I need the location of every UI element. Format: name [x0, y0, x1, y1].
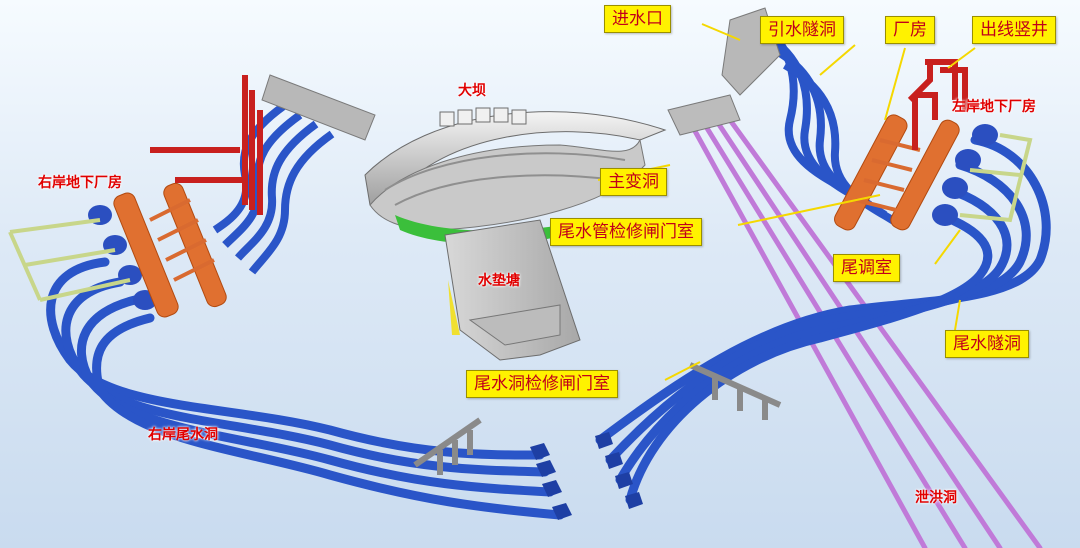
callout-draft-tube-gate-chamber: 尾水管检修闸门室	[550, 218, 702, 246]
tunnel-outlet	[530, 443, 550, 460]
right-outgoing-shafts	[150, 75, 263, 215]
left-surge-chambers	[932, 124, 998, 226]
tunnel-outlet	[542, 480, 562, 497]
callout-surge-chamber: 尾调室	[833, 254, 900, 282]
callout-headrace-tunnel: 引水隧洞	[760, 16, 844, 44]
callout-outgoing-shaft: 出线竖井	[972, 16, 1056, 44]
left-access-frame	[959, 133, 1033, 223]
headrace-tunnel-line	[248, 130, 335, 275]
surge-chamber	[932, 204, 958, 226]
left-tailrace-outlets	[595, 432, 643, 509]
surge-chamber	[955, 149, 981, 171]
tunnel-outlet	[625, 492, 643, 509]
tailrace-tunnel-line	[77, 295, 555, 497]
left-bus-galleries	[855, 138, 921, 212]
right-bus-galleries	[149, 198, 215, 282]
dam-terrace	[384, 152, 626, 191]
tailrace-tunnel-line	[46, 257, 545, 460]
headrace-tunnel-line	[234, 120, 319, 261]
right-intake-structure	[261, 74, 376, 141]
tunnel-outlet	[595, 432, 613, 449]
dam-spillway-gates	[439, 107, 527, 127]
spillway-tunnel-line	[727, 117, 1043, 548]
left-outgoing-shafts	[907, 59, 968, 150]
callout-intake: 进水口	[604, 5, 671, 33]
dam-terrace	[394, 174, 616, 206]
label-dam: 大坝	[458, 83, 486, 99]
tunnel-outlet	[552, 503, 572, 520]
right-access-frame	[8, 218, 131, 302]
tunnel-outlet	[536, 460, 556, 477]
right-tailrace-outlets	[530, 443, 572, 520]
right-tailrace-gate-structure	[413, 417, 482, 475]
label-spillway-tunnel: 泄洪洞	[915, 490, 957, 506]
callout-tailrace-gate-chamber: 尾水洞检修闸门室	[466, 370, 618, 398]
tailrace-tunnel-line	[92, 313, 565, 520]
spillway-intake-structure	[667, 94, 741, 136]
left-tailrace-gate-structure	[688, 362, 782, 420]
label-right-bank-tailrace: 右岸尾水洞	[148, 427, 218, 443]
surge-chamber	[942, 177, 968, 199]
label-right-bank-powerhouse: 右岸地下厂房	[38, 175, 122, 191]
right-bank-headrace-tunnels	[212, 101, 335, 275]
callout-powerhouse: 厂房	[885, 16, 935, 44]
callout-tailrace-tunnel: 尾水隧洞	[945, 330, 1029, 358]
tunnel-outlet	[615, 472, 633, 489]
spillway-tunnel-line	[713, 117, 1003, 548]
plunge-pool-floor	[468, 304, 561, 346]
tailrace-tunnel-line	[625, 210, 993, 505]
surge-chamber	[972, 124, 998, 146]
label-plunge-pool: 水垫塘	[478, 273, 520, 289]
plunge-pool-edge	[448, 280, 460, 335]
label-left-bank-powerhouse: 左岸地下厂房	[952, 99, 1036, 115]
tunnel-outlet	[605, 452, 623, 469]
right-bank-tailrace-tunnels	[46, 257, 565, 520]
plunge-pool	[444, 219, 581, 361]
tailrace-tunnel-line	[61, 277, 550, 477]
callout-main-transformer-cavern: 主变洞	[600, 168, 667, 196]
